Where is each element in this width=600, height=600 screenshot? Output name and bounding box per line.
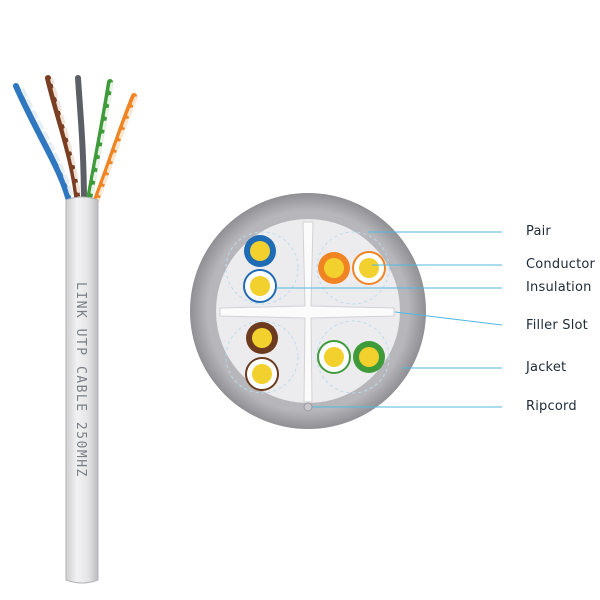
- filler-cross: [219, 221, 395, 403]
- wire-blue-white: [20, 86, 76, 207]
- pair-blue: [243, 235, 277, 303]
- pair-orange: [318, 251, 386, 285]
- wire-brown-white: [50, 78, 82, 207]
- cross-section: [190, 193, 426, 429]
- conductor-green-striped: [324, 347, 344, 367]
- label-ripcord: Ripcord: [526, 399, 577, 414]
- pair-boundary-green: [316, 320, 390, 394]
- cable-jacket-body: [65, 196, 99, 584]
- wire-green: [85, 79, 113, 208]
- conductor-green-solid: [359, 347, 379, 367]
- wire-orange-white: [94, 96, 138, 207]
- label-conductor: Conductor: [526, 257, 596, 272]
- label-filler-slot: Filler Slot: [526, 318, 588, 333]
- conductor-orange-striped: [359, 258, 379, 278]
- wire-orange: [91, 93, 137, 208]
- pair-brown: [245, 322, 279, 391]
- pair-boundary-orange: [316, 231, 390, 305]
- conductor-blue-solid: [250, 241, 270, 261]
- wire-grey: [75, 75, 87, 208]
- pair-boundary-brown: [225, 320, 299, 394]
- wire-green-white: [88, 82, 114, 207]
- conductor-orange-solid: [324, 258, 344, 278]
- twisted-wires: [13, 75, 138, 208]
- wire-blue: [13, 83, 73, 208]
- conductor-brown-solid: [252, 328, 272, 348]
- pair-boundaries: [225, 231, 390, 394]
- ripcord: [303, 402, 313, 412]
- conductor-blue-striped: [250, 276, 270, 296]
- label-insulation: Insulation: [526, 280, 592, 295]
- leader-filler-slot: [394, 311, 503, 326]
- label-pair: Pair: [526, 224, 551, 239]
- conductor-brown-striped: [252, 364, 272, 384]
- cable-print-text: LINK UTP CABLE 250MHZ: [73, 282, 88, 478]
- label-jacket: Jacket: [526, 360, 567, 375]
- wire-brown: [45, 75, 81, 208]
- cable-illustration: LINK UTP CABLE 250MHZ: [13, 75, 138, 584]
- leader-lines: [276, 231, 503, 408]
- pair-green: [317, 340, 385, 374]
- pair-boundary-blue: [225, 231, 299, 305]
